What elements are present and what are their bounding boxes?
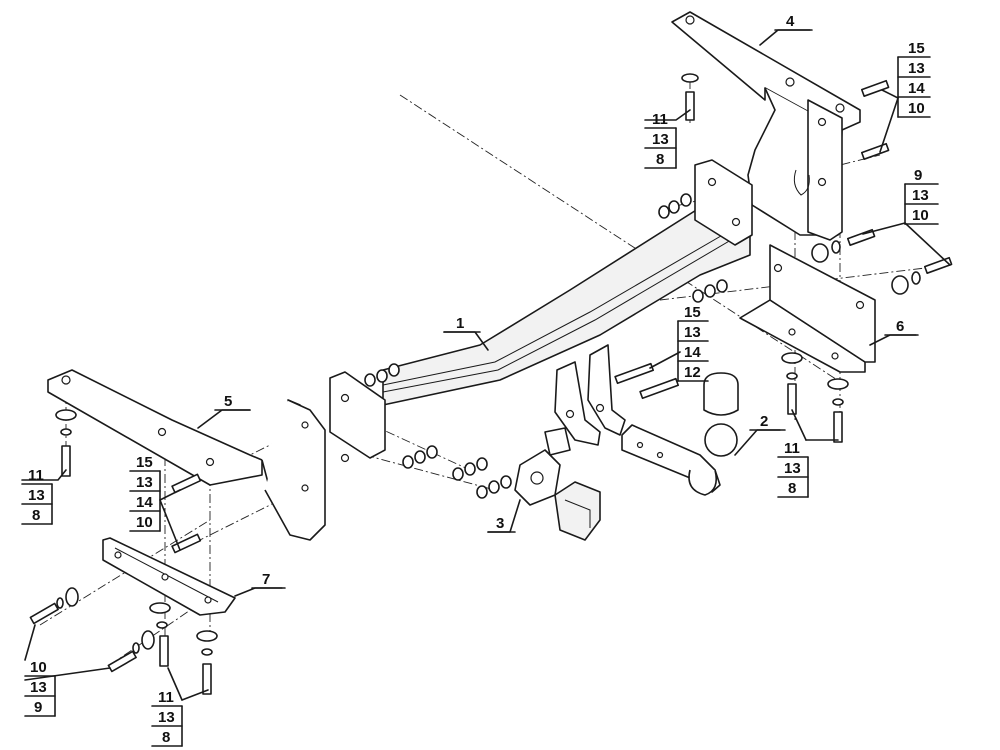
callout-item: 8 — [162, 729, 170, 746]
callout-item: 13 — [136, 474, 153, 491]
callout-item: 10 — [912, 207, 929, 224]
part-label-4: 4 — [786, 13, 795, 30]
part-label-6: 6 — [896, 318, 904, 335]
callout-item: 10 — [908, 100, 925, 117]
left-upper-bracket — [47, 369, 326, 541]
part-label-2: 2 — [760, 413, 768, 430]
part-numbers: 1 2 3 4 5 6 7 — [214, 13, 919, 589]
callout-item: 13 — [684, 324, 701, 341]
right-lower-plate — [739, 244, 876, 373]
callout-item: 9 — [914, 167, 922, 184]
callout-item: 10 — [30, 659, 47, 676]
callout-left-lower-bolts: 11 13 8 — [151, 689, 183, 747]
callout-item: 8 — [32, 507, 40, 524]
callout-right-mid-bolts: 9 13 10 — [904, 167, 939, 225]
callout-item: 13 — [30, 679, 47, 696]
callout-item: 14 — [136, 494, 153, 511]
callout-item: 8 — [656, 151, 664, 168]
callout-item: 13 — [908, 60, 925, 77]
callout-item: 11 — [158, 689, 174, 706]
callout-upper-bracket-bolt: 11 13 8 — [644, 111, 677, 169]
callout-item: 10 — [136, 514, 153, 531]
callout-item: 15 — [908, 40, 925, 57]
callout-item: 11 — [28, 467, 44, 484]
nut-stack — [364, 193, 728, 499]
callout-item: 8 — [788, 480, 796, 497]
callout-item: 11 — [784, 440, 800, 457]
callout-item: 13 — [158, 709, 175, 726]
part-label-3: 3 — [496, 515, 504, 532]
part-label-5: 5 — [224, 393, 232, 410]
callout-item: 13 — [912, 187, 929, 204]
main-crossbeam — [329, 159, 753, 463]
callout-item: 11 — [652, 111, 668, 128]
callout-item: 14 — [684, 344, 701, 361]
callout-item: 9 — [34, 699, 42, 716]
part-label-7: 7 — [262, 571, 270, 588]
tow-ball-neck — [621, 372, 739, 496]
callout-right-upper-bolts: 15 13 14 10 — [897, 40, 931, 118]
callout-item: 14 — [908, 80, 925, 97]
callout-left-plate-bolts: 10 13 9 — [24, 659, 56, 717]
callout-item: 13 — [784, 460, 801, 477]
callout-left-upper-bolts: 15 13 14 10 — [129, 454, 161, 532]
left-lower-plate — [102, 537, 236, 616]
callout-item: 15 — [136, 454, 153, 471]
callout-item: 15 — [684, 304, 701, 321]
electric-socket — [514, 427, 601, 541]
fasteners — [29, 73, 953, 695]
callout-item: 13 — [28, 487, 45, 504]
callout-right-lower-bolts: 11 13 8 — [777, 440, 809, 498]
callout-item: 13 — [652, 131, 669, 148]
callout-item: 12 — [684, 364, 701, 381]
right-upper-bracket — [671, 11, 861, 241]
callout-center-bolts: 15 13 14 12 — [677, 304, 709, 382]
part-label-1: 1 — [456, 315, 464, 332]
callout-left-bracket-bolt: 11 13 8 — [21, 467, 53, 525]
